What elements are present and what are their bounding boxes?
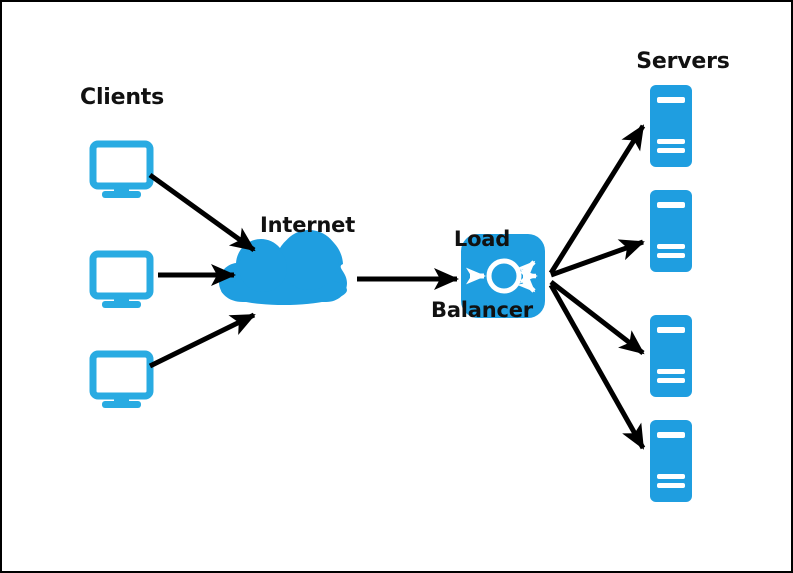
server-slot-top (657, 202, 685, 208)
client-3 (89, 350, 154, 408)
monitor-neck-icon (114, 295, 129, 304)
lb-output-arrow-3-icon (517, 274, 536, 293)
monitor-screen-icon (89, 250, 154, 300)
server-4 (650, 420, 692, 502)
server-slot-mid (657, 369, 685, 374)
load-balancer-to-server-4-arrow (548, 283, 646, 450)
internet-cloud-icon (219, 230, 347, 305)
monitor-base-icon (102, 301, 141, 308)
server-slot-mid (657, 474, 685, 479)
server-1 (650, 85, 692, 167)
server-chassis (650, 190, 692, 272)
load-balancer-node (461, 234, 545, 318)
monitor-neck-icon (114, 185, 129, 194)
client-3-to-internet-arrow (148, 312, 256, 369)
monitor-neck-icon (114, 395, 129, 404)
server-slot-top (657, 432, 685, 438)
cloud-puff-left (239, 244, 287, 292)
connection-arrows (148, 124, 646, 450)
client-1 (89, 140, 154, 198)
server-slot-mid (657, 244, 685, 249)
server-chassis (650, 315, 692, 397)
load-balancer-to-server-1-arrow (548, 124, 646, 275)
server-slot-bottom (657, 253, 685, 258)
monitor-screen-icon (89, 350, 154, 400)
server-slot-top (657, 97, 685, 103)
servers-label: Servers (636, 49, 730, 74)
server-slot-bottom (657, 148, 685, 153)
server-slot-top (657, 327, 685, 333)
monitor-base-icon (102, 401, 141, 408)
server-slot-bottom (657, 378, 685, 383)
clients-label: Clients (80, 85, 165, 110)
server-3 (650, 315, 692, 397)
server-chassis (650, 420, 692, 502)
load-balancer-label-line2: Balancer (431, 297, 533, 322)
load-balancer-label-line1: Load (453, 227, 511, 252)
load-balancer-to-server-3-arrow (549, 280, 645, 355)
internet-label: Internet (260, 213, 356, 237)
load-balancer-box (461, 234, 545, 318)
load-balancer-label: Load Balancer (408, 181, 556, 369)
server-slot-mid (657, 139, 685, 144)
monitor-base-icon (102, 191, 141, 198)
server-slot-bottom (657, 483, 685, 488)
load-balancer-to-server-2-arrow (550, 239, 645, 278)
server-chassis (650, 85, 692, 167)
cloud-puff-right (279, 230, 339, 290)
client-2 (89, 250, 154, 308)
monitor-screen-icon (89, 140, 154, 190)
server-2 (650, 190, 692, 272)
client-1-to-internet-arrow (148, 172, 256, 253)
